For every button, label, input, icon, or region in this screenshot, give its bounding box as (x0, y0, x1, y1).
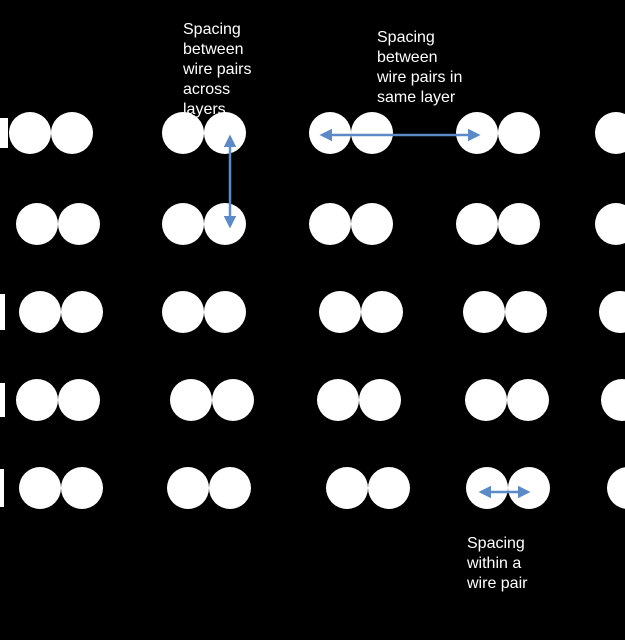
wire-left (19, 291, 61, 333)
wire-right (61, 291, 103, 333)
wire-left (162, 112, 204, 154)
wire-pair (309, 203, 393, 245)
wire-edge-fragment (0, 294, 5, 330)
wire-left (466, 467, 508, 509)
wire-right (498, 112, 540, 154)
wire-pair (599, 291, 625, 333)
wire-right (508, 467, 550, 509)
wire-right (204, 203, 246, 245)
wire-pair (601, 379, 625, 421)
wire-right (359, 379, 401, 421)
wire-edge-fragment (0, 469, 4, 507)
wire-pair (9, 112, 93, 154)
wire-left (599, 291, 625, 333)
wire-pair (463, 291, 547, 333)
wire-left (326, 467, 368, 509)
wire-right (351, 203, 393, 245)
wire-left (9, 112, 51, 154)
wire-pair (319, 291, 403, 333)
wire-left (456, 112, 498, 154)
label-spacing-same-layer: Spacing between wire pairs in same layer (377, 29, 463, 106)
wire-left (607, 467, 625, 509)
wire-right (204, 291, 246, 333)
spacing-arrows (223, 128, 531, 499)
wire-pair (466, 467, 550, 509)
wire-left (162, 203, 204, 245)
wire-left (19, 467, 61, 509)
wire-pair (317, 379, 401, 421)
wire-right (507, 379, 549, 421)
wire-left (309, 203, 351, 245)
wire-left (601, 379, 625, 421)
wire-right (58, 203, 100, 245)
wire-pair (326, 467, 410, 509)
wire-right (58, 379, 100, 421)
wire-left (595, 112, 625, 154)
wire-pair (456, 203, 540, 245)
wire-edge-fragment (0, 118, 8, 148)
wire-pair (465, 379, 549, 421)
wire-pair (16, 203, 100, 245)
wire-pair (607, 467, 625, 509)
wire-right (51, 112, 93, 154)
wire-right (212, 379, 254, 421)
wire-right (61, 467, 103, 509)
wire-pair (19, 291, 103, 333)
wire-right (351, 112, 393, 154)
wire-right (498, 203, 540, 245)
wire-left (16, 203, 58, 245)
wire-pair (170, 379, 254, 421)
wire-pair (595, 112, 625, 154)
wire-left (167, 467, 209, 509)
wire-pair (595, 203, 625, 245)
wire-pair (309, 112, 393, 154)
wire-left (595, 203, 625, 245)
wire-left (463, 291, 505, 333)
wire-pair (162, 112, 246, 154)
wire-right (361, 291, 403, 333)
wire-pair-grid (0, 112, 625, 509)
wire-edge-fragment (0, 383, 5, 417)
wire-left (170, 379, 212, 421)
wire-left (456, 203, 498, 245)
wire-right (204, 112, 246, 154)
wire-pair (456, 112, 540, 154)
wire-right (368, 467, 410, 509)
wire-pair (162, 291, 246, 333)
wire-pair (16, 379, 100, 421)
wire-pair (167, 467, 251, 509)
wire-pair (162, 203, 246, 245)
wire-left (465, 379, 507, 421)
label-spacing-within-pair: Spacing within a wire pair (467, 535, 528, 592)
wire-right (505, 291, 547, 333)
label-spacing-across-layers: Spacing between wire pairs across layers (183, 21, 252, 118)
wire-pair (19, 467, 103, 509)
wire-left (317, 379, 359, 421)
wire-right (209, 467, 251, 509)
wire-left (16, 379, 58, 421)
wire-left (162, 291, 204, 333)
wire-left (319, 291, 361, 333)
wire-left (309, 112, 351, 154)
